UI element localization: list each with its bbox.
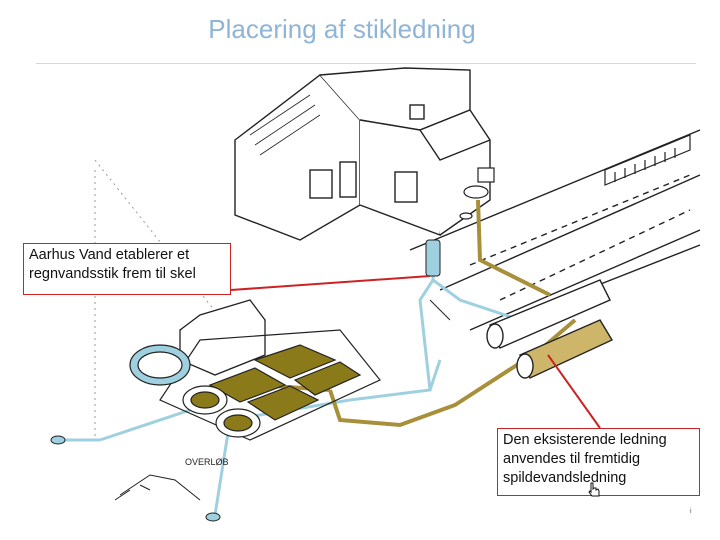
callout-rainwater-connection: Aarhus Vand etablerer et regnvandsstik f… <box>23 243 231 295</box>
toilet-fixture <box>459 167 495 220</box>
rainwater-well <box>425 239 441 277</box>
slide-marker: i <box>690 508 692 515</box>
callout-existing-pipe: Den eksisterende ledning anvendes til fr… <box>497 428 700 496</box>
callout-right-line-3: spildevandsledning <box>503 470 627 486</box>
outlets <box>50 435 221 522</box>
overflow-label: OVERLØB <box>185 457 229 467</box>
page-title: Placering af stikledning <box>208 14 476 44</box>
stream <box>114 474 201 501</box>
clarifiers <box>129 344 261 438</box>
main-pipes <box>486 279 614 379</box>
callout-left-line-2: regnvandsstik frem til skel <box>29 266 196 282</box>
callout-arrows <box>230 275 601 429</box>
callout-right-line-2: anvendes til fremtidig <box>503 451 641 467</box>
callout-left-line-1: Aarhus Vand etablerer et <box>29 247 190 263</box>
callout-right-line-1: Den eksisterende ledning <box>503 432 667 448</box>
title-divider <box>36 63 696 64</box>
treatment-building <box>179 299 266 376</box>
treatment-basins <box>159 329 381 441</box>
fence <box>604 134 691 186</box>
house <box>234 67 491 241</box>
hand-pointer-icon <box>588 482 600 497</box>
